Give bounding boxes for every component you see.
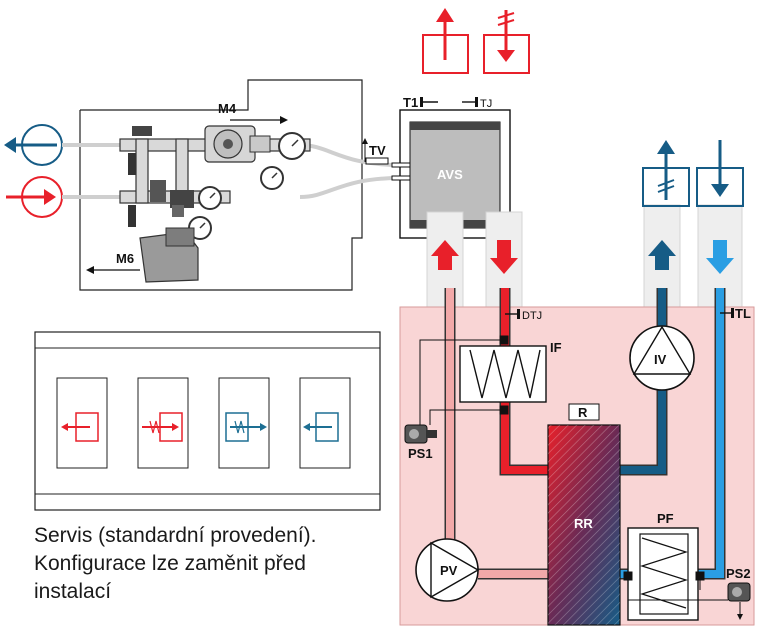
t1-sensor [420,97,438,107]
label-iv: IV [654,352,667,367]
pump-m4 [204,116,288,163]
label-tl: TL [735,306,751,321]
tv-sensor [362,138,389,165]
r-box [568,403,600,421]
fresh-in-icon [483,10,530,74]
label-tv: TV [369,143,386,158]
note-line-3: instalací [34,580,112,603]
label-ps2: PS2 [726,566,751,581]
supply-air-icon [696,140,744,207]
label-m4: M4 [218,101,237,116]
label-tj: TJ [480,98,492,110]
ps2-icon [727,582,751,620]
service-panel [34,331,381,511]
mixing-set-frame [79,79,363,291]
fan-iv [629,325,695,391]
service-exhaust-icon [61,412,99,442]
dtj-sensor [505,309,520,319]
heater-if [459,345,547,403]
duct-flow-arrows [431,240,734,274]
water-return-icon [4,124,63,166]
tl-sensor [720,308,734,318]
filter-pf [627,527,699,621]
tj-sensor [462,97,478,107]
actuator-m6 [86,227,199,283]
service-intake-icon [142,412,183,442]
exhaust-out-icon [422,8,469,74]
service-supply-icon [303,412,339,442]
ps2-switch [623,571,728,601]
recuperator-rr [547,424,621,626]
label-rr: RR [574,516,593,531]
ps1-icon [404,424,437,444]
label-if: IF [550,340,562,355]
avs-unit [391,109,511,239]
service-note: Servis (standardní provedení). Konfigura… [34,522,384,606]
pressure-gauge-icon [188,132,306,240]
note-line-2: Konfigurace lze zaměnit před [34,552,306,575]
label-pv: PV [440,563,458,578]
label-t1: T1 [403,95,418,110]
note-line-1: Servis (standardní provedení). [34,524,317,547]
service-return-icon [225,412,267,442]
return-air-icon [642,140,690,207]
label-m6: M6 [116,251,134,266]
label-dtj: DTJ [522,310,542,322]
fan-pv [415,538,480,602]
label-avs: AVS [437,167,463,182]
label-pf: PF [657,511,674,526]
label-r: R [578,405,588,420]
water-supply-icon [6,176,63,218]
ps1-switch [419,335,509,425]
label-ps1: PS1 [408,446,433,461]
